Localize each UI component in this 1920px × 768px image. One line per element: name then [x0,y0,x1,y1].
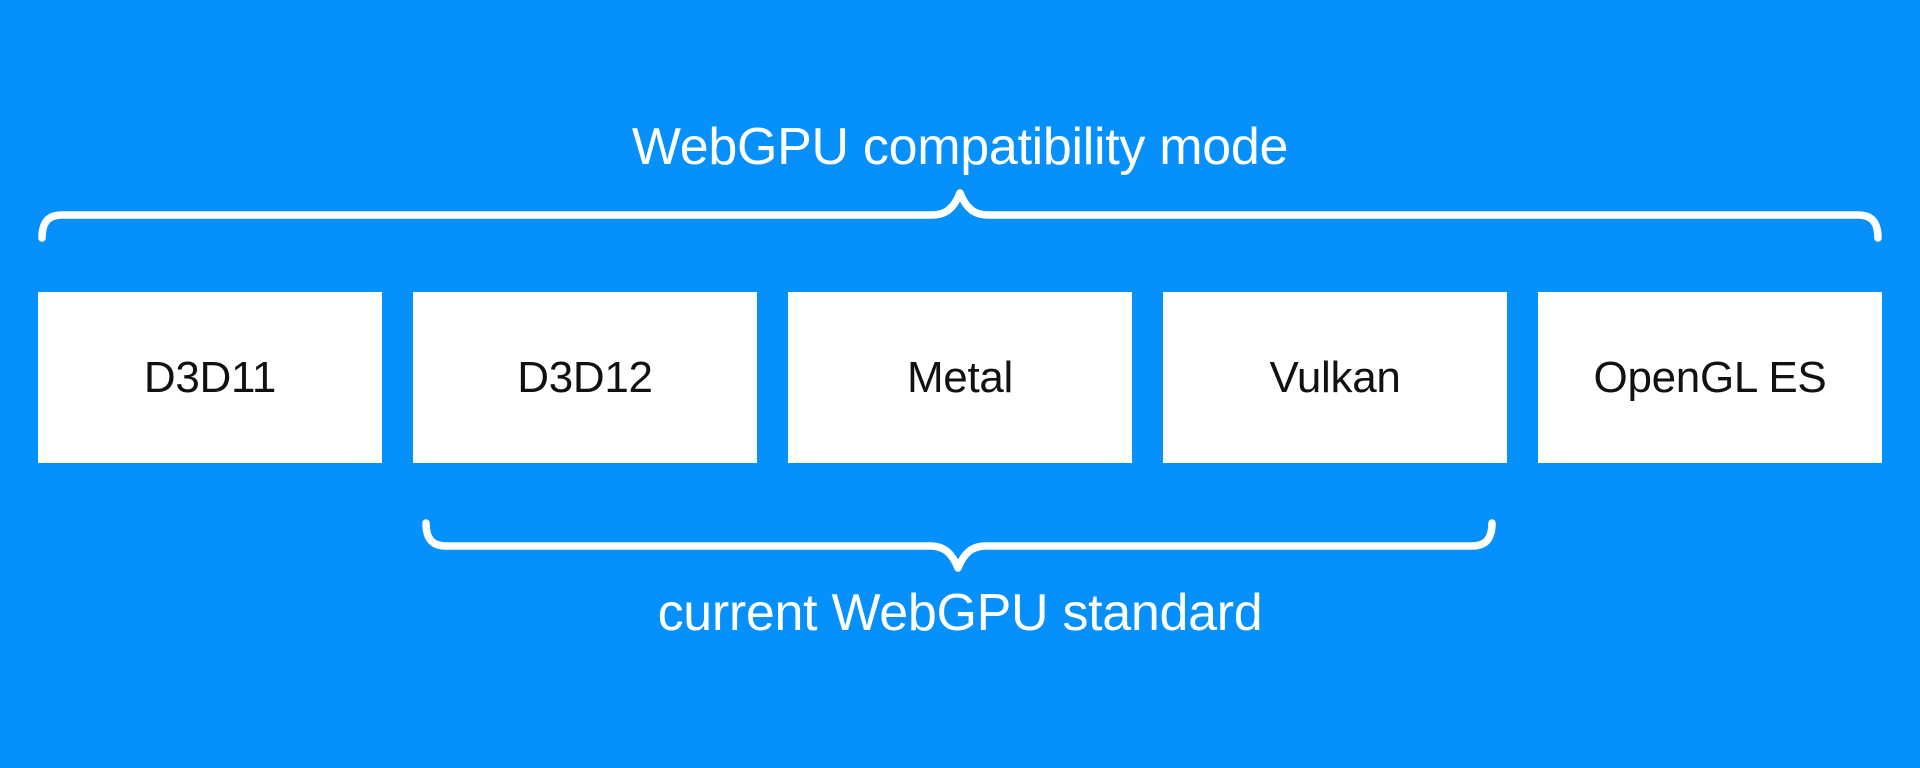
backend-box-label: OpenGL ES [1593,352,1827,402]
backend-box-label: D3D11 [143,352,277,402]
backend-box-vulkan: Vulkan [1163,292,1507,463]
backend-box-label: D3D12 [517,352,653,402]
top-brace [38,189,1882,242]
top-brace-label: WebGPU compatibility mode [631,118,1289,176]
backend-box-metal: Metal [788,292,1132,463]
backend-box-d3d11: D3D11 [38,292,382,463]
backend-box-label: Metal [906,352,1014,402]
backend-box-d3d12: D3D12 [413,292,757,463]
backend-box-opengl-es: OpenGL ES [1538,292,1882,463]
bottom-brace [422,519,1496,572]
backend-box-label: Vulkan [1269,352,1401,402]
bottom-brace-label: current WebGPU standard [657,584,1263,642]
backend-boxes-row: D3D11 D3D12 Metal Vulkan OpenGL ES [38,292,1882,463]
